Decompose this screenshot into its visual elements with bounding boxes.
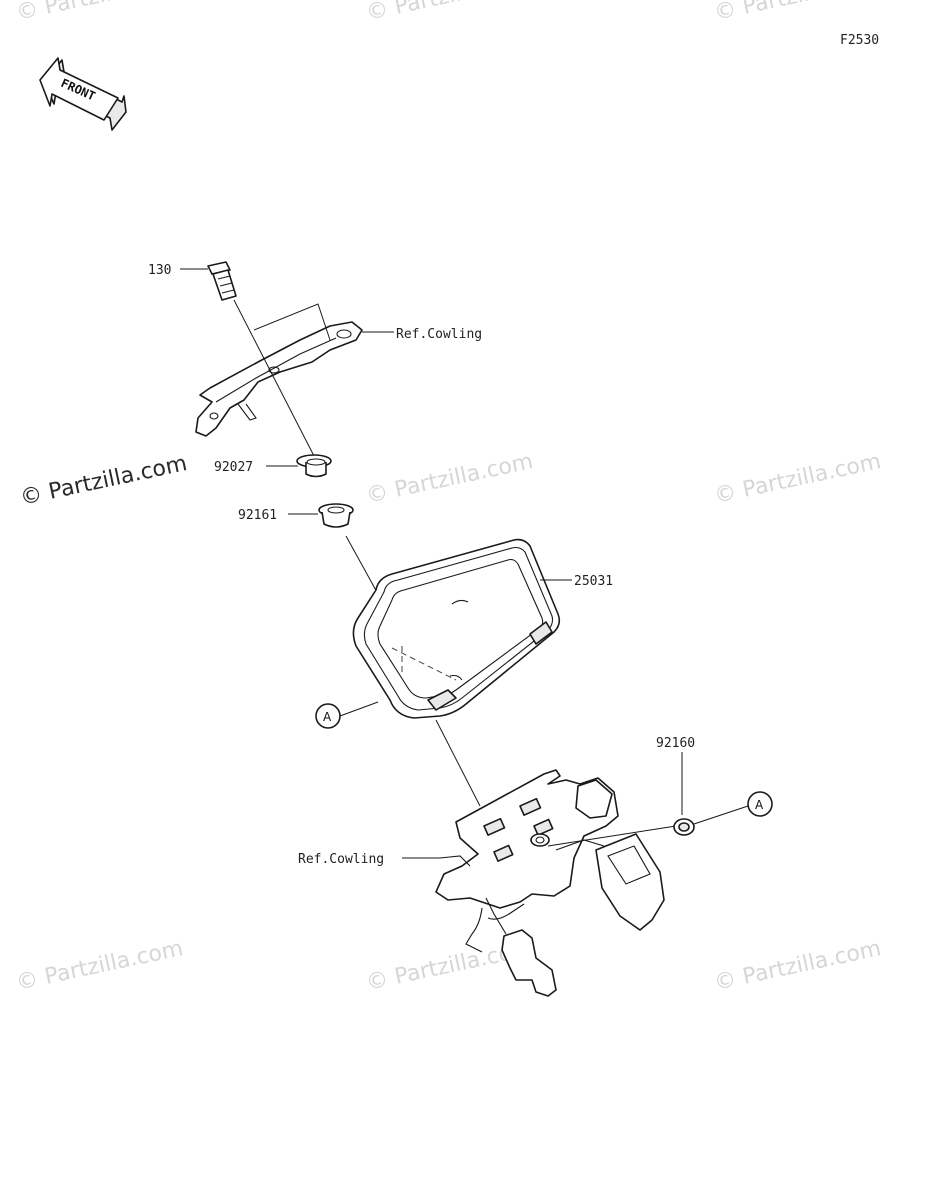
lower-bracket [435,769,665,997]
watermark: © Partzilla.com [712,449,883,509]
marker-a-right [747,791,773,817]
upper-bracket [195,321,363,437]
callout-92027: 92027 [214,460,253,475]
watermark: © Partzilla.com [712,936,883,996]
bolt-130 [207,261,237,301]
meter-assembly-25031 [352,538,561,719]
watermark-dark: © Partzilla.com [18,451,189,511]
marker-a-left [315,703,341,729]
watermark: © Partzilla.com [712,0,883,26]
grommet-92161 [318,503,354,528]
watermark: © Partzilla.com [14,0,185,26]
watermarks: © Partzilla.com © Partzilla.com © Partzi… [14,0,883,996]
callout-25031: 25031 [574,574,613,589]
watermark: © Partzilla.com [364,449,535,509]
watermark: © Partzilla.com [14,936,185,996]
callout-130: 130 [148,263,171,278]
front-arrow-icon: FRONT [39,57,127,131]
ref-cowling-bottom: Ref.Cowling [298,852,384,867]
marker-a-right-label: A [755,798,764,812]
callout-92160: 92160 [656,736,695,751]
nut-92160 [673,818,695,836]
collar-92027 [296,454,332,478]
ref-cowling-top: Ref.Cowling [396,327,482,342]
figure-code: F2530 [840,33,879,48]
watermark: © Partzilla.com [364,0,535,26]
marker-a-left-label: A [323,710,332,724]
callout-92161: 92161 [238,508,277,523]
